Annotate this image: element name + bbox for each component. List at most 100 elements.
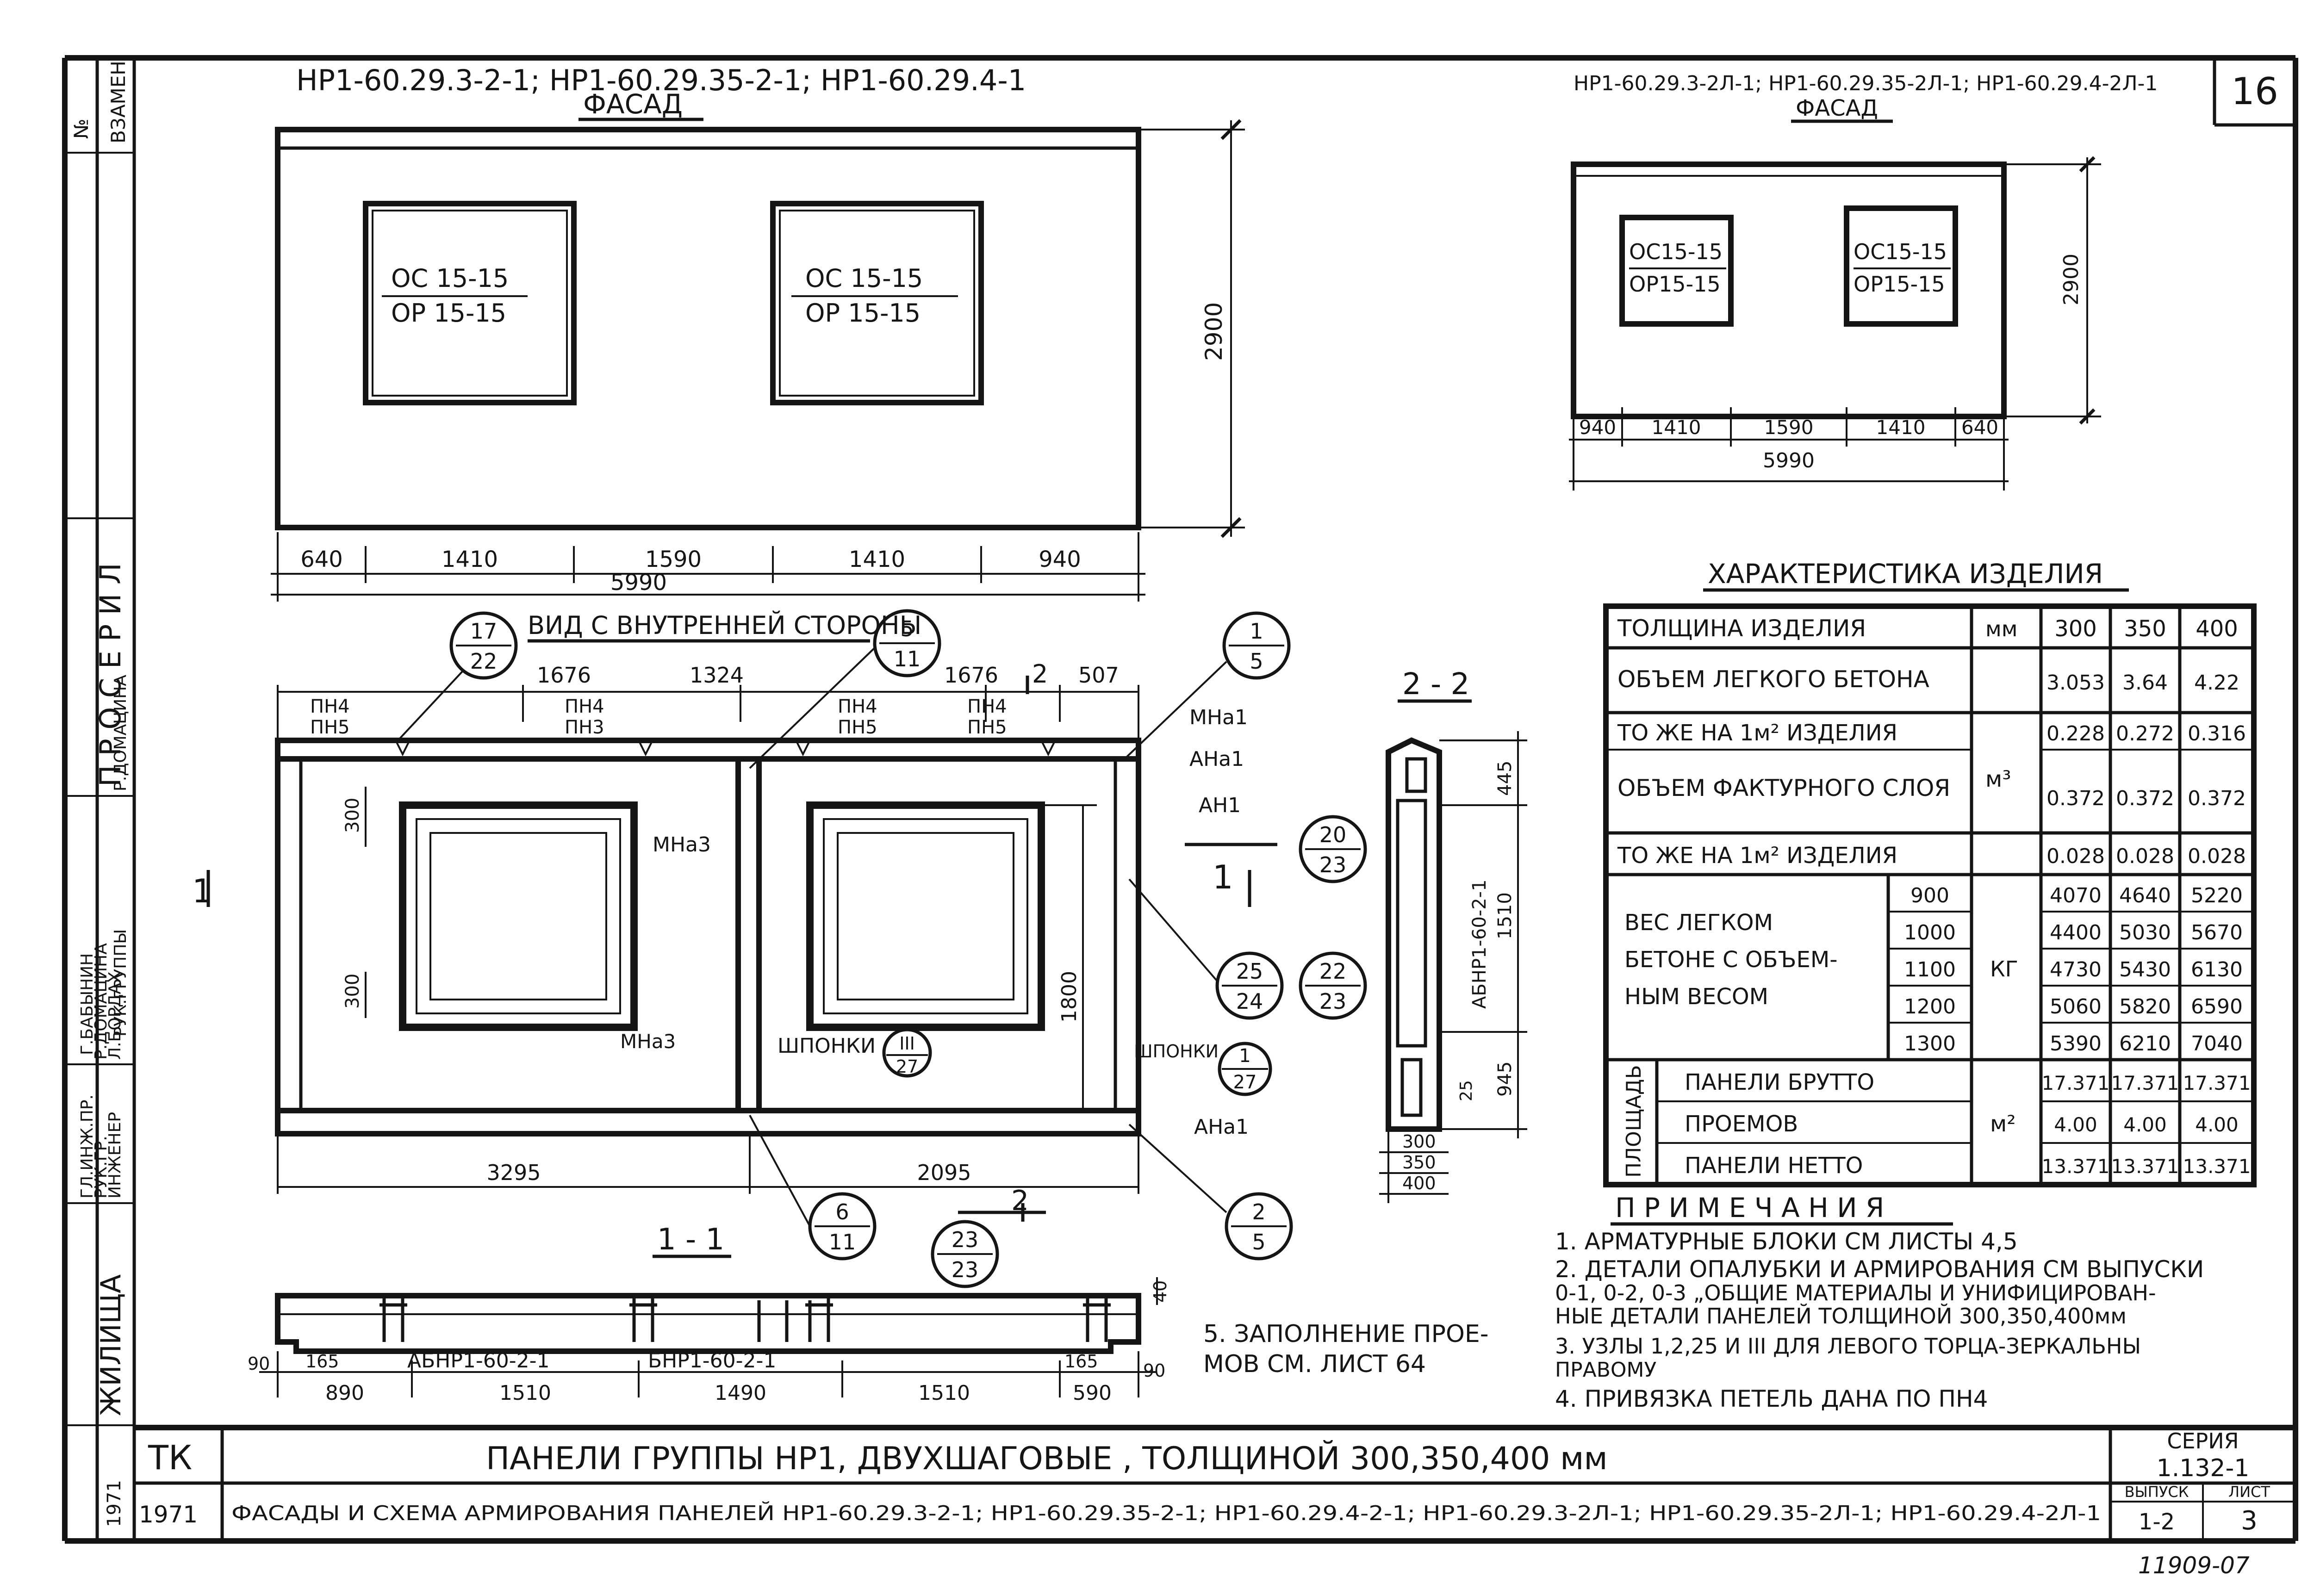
callout-III: III — [899, 1033, 915, 1054]
ch-area-label: ПЛОЩАДЬ — [1622, 1065, 1646, 1178]
ch-area-net-300: 13.371 — [2042, 1155, 2110, 1178]
note-3b: ПРАВОМУ — [1555, 1358, 1657, 1382]
ch-area-net-label: ПАНЕЛИ НЕТТО — [1685, 1153, 1863, 1179]
section-11-dim-3: 1490 — [715, 1381, 766, 1405]
sheet-frame — [62, 55, 2298, 1544]
inner-view — [206, 676, 1277, 1222]
facade-small-total: 5990 — [1763, 449, 1815, 472]
section-11-sub-3: 165 — [1064, 1351, 1098, 1372]
ch-w1000-400: 5670 — [2191, 921, 2243, 944]
ch-area-openings-label: ПРОЕМОВ — [1685, 1111, 1798, 1137]
note-5-line1: 5. ЗАПОЛНЕНИЕ ПРОЕ- — [1203, 1320, 1489, 1348]
callout-23b: 23 — [1319, 989, 1347, 1014]
facade-main-total: 5990 — [610, 570, 667, 596]
ch-facing-m2-350: 0.028 — [2116, 845, 2174, 868]
facade-small-dim-5: 640 — [1961, 416, 1998, 439]
characteristics-table — [1603, 603, 2257, 1187]
facade-main-height: 2900 — [1201, 302, 1227, 361]
inventory-number: 11909-07 — [2138, 1552, 2250, 1579]
section-11-dim-5: 590 — [1073, 1381, 1112, 1405]
label-an1: АН1 — [1199, 794, 1241, 817]
label-mna1: МНа1 — [1189, 706, 1248, 729]
callout-6: 6 — [835, 1199, 849, 1224]
section-11-sub-2: 165 — [305, 1351, 339, 1372]
ch-density-1200: 1200 — [1904, 995, 1956, 1018]
callout-1b: 1 — [1239, 1045, 1250, 1067]
facade-main-window2-bottom: ОР 15-15 — [805, 298, 921, 328]
section-11-title: 1 - 1 — [657, 1223, 724, 1257]
section-22-block: АБНР1-60-2-1 — [1469, 879, 1490, 1009]
stamp-role-1: ГЛ.ИНЖ.ПР. — [78, 1094, 97, 1199]
sheet-number: 16 — [2231, 70, 2278, 113]
loop-1-top: ПН4 — [310, 696, 350, 717]
loop-1-bottom: ПН5 — [310, 717, 350, 738]
title-line2: ФАСАДЫ И СХЕМА АРМИРОВАНИЯ ПАНЕЛЕЙ НР1-6… — [231, 1501, 2101, 1525]
callout-27a: 27 — [896, 1056, 918, 1077]
mark-mna3-lower: МНа3 — [620, 1030, 676, 1053]
ch-facing-label: ОБЪЕМ ФАКТУРНОГО СЛОЯ — [1617, 775, 1950, 801]
ch-w1000-350: 5030 — [2119, 921, 2171, 944]
stamp-proseril: П Р О С Е Р И Л — [93, 563, 127, 787]
title-issue-label: ВЫПУСК — [2125, 1483, 2189, 1501]
inner-bottom-marker: 2 — [1011, 1185, 1029, 1217]
ch-area-openings-300: 4.00 — [2054, 1113, 2097, 1136]
note-4: 4. ПРИВЯЗКА ПЕТЕЛЬ ДАНА ПО ПН4 — [1555, 1385, 1988, 1412]
section-22-dim-25: 25 — [1457, 1080, 1476, 1101]
inner-top-dim-3: 1676 — [944, 663, 998, 688]
ch-unit-m2: м² — [1990, 1111, 2015, 1137]
facade-main-title: ФАСАД — [583, 88, 683, 120]
inner-top-marker: 2 — [1032, 659, 1048, 689]
ch-thickness-400: 400 — [2196, 616, 2238, 642]
section-11-dim-4: 1510 — [918, 1381, 970, 1405]
ch-thickness-300: 300 — [2054, 616, 2097, 642]
callout-5: 5 — [900, 616, 914, 641]
facade-small-window2-bottom: ОР15-15 — [1854, 272, 1945, 297]
facade-small-window1-top: ОС15-15 — [1629, 239, 1723, 264]
section-11-dim-2: 1510 — [499, 1381, 551, 1405]
facade-small-window1-bottom: ОР15-15 — [1629, 272, 1721, 297]
stamp-no: № — [70, 118, 93, 139]
shponki-1: ШПОНКИ — [778, 1034, 876, 1058]
title-year: 1971 — [139, 1501, 198, 1528]
ch-area-gross-300: 17.371 — [2042, 1072, 2110, 1094]
loop-2-bottom: ПН3 — [565, 717, 604, 738]
section-marker-right: 1 — [1213, 858, 1233, 896]
ch-light-label: ОБЪЕМ ЛЕГКОГО БЕТОНА — [1617, 666, 1929, 693]
facade-small-dim-2: 1410 — [1652, 416, 1701, 439]
ch-facing-m2-label: ТО ЖЕ НА 1м² ИЗДЕЛИЯ — [1617, 843, 1897, 869]
ch-w1300-350: 6210 — [2119, 1032, 2171, 1056]
callouts — [397, 609, 1367, 1288]
facade-main — [271, 119, 1245, 602]
ch-per-m2-350: 0.272 — [2116, 722, 2174, 745]
inner-view-title: ВИД С ВНУТРЕННЕЙ СТОРОНЫ — [528, 611, 921, 640]
facade-small-dim-3: 1590 — [1764, 416, 1814, 439]
facade-main-dim-2: 1410 — [442, 546, 498, 572]
inner-dim-300a: 300 — [342, 798, 363, 833]
stamp-year: 1971 — [104, 1480, 125, 1527]
stamp-role-3: ИНЖЕНЕР — [106, 1112, 124, 1199]
loop-4-bottom: ПН5 — [967, 717, 1007, 738]
label-mna3: МНа3 — [653, 833, 711, 857]
facade-main-dim-5: 940 — [1039, 546, 1081, 572]
note-2b: 0-1, 0-2, 0-3 „ОБЩИЕ МАТЕРИАЛЫ И УНИФИЦИ… — [1555, 1280, 2156, 1305]
ch-w1200-350: 5820 — [2119, 995, 2171, 1018]
title-block — [134, 1425, 2295, 1541]
loop-3-bottom: ПН5 — [838, 717, 877, 738]
ch-w1300-400: 7040 — [2191, 1032, 2243, 1056]
stamp-role-2: РУК.ГР. — [92, 1136, 111, 1199]
ch-thickness-350: 350 — [2124, 616, 2166, 642]
callout-23a: 23 — [1319, 852, 1347, 877]
ch-weight-label-3: НЫМ ВЕСОМ — [1624, 984, 1768, 1010]
note-2c: НЫЕ ДЕТАЛИ ПАНЕЛЕЙ ТОЛЩИНОЙ 300,350,400м… — [1555, 1304, 2127, 1329]
inner-bottom-dim-1: 3295 — [486, 1160, 541, 1185]
ch-w900-400: 5220 — [2191, 884, 2243, 907]
section-22-dim-1510: 1510 — [1494, 892, 1516, 939]
section-11 — [259, 1277, 1158, 1397]
ch-w1100-300: 4730 — [2050, 958, 2102, 981]
section-11-dim-1: 890 — [325, 1381, 364, 1405]
note-2: 2. ДЕТАЛИ ОПАЛУБКИ И АРМИРОВАНИЯ СМ ВЫПУ… — [1555, 1256, 2204, 1283]
ch-w1100-400: 6130 — [2191, 958, 2243, 981]
inner-dim-300b: 300 — [342, 974, 363, 1009]
facade-small-marks: НР1-60.29.3-2Л-1; НР1-60.29.35-2Л-1; НР1… — [1574, 72, 2158, 95]
